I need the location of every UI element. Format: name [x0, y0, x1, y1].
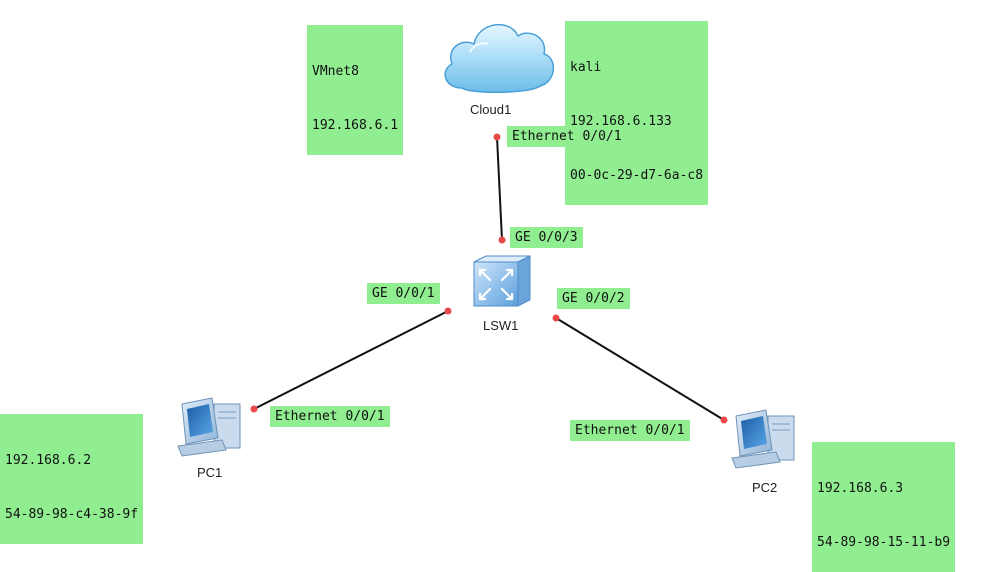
- port-label-sw-ge1: GE 0/0/1: [367, 283, 440, 304]
- topology-diagram: [177, 23, 795, 469]
- device-name-pc2: PC2: [752, 480, 778, 495]
- cloud-icon[interactable]: [444, 23, 554, 93]
- port-label-pc2-eth: Ethernet 0/0/1: [570, 420, 690, 441]
- port-dot-switch-ge1: [444, 307, 452, 315]
- link-switch-pc2[interactable]: [555, 317, 725, 421]
- note-pc1: 192.168.6.2 54-89-98-c4-38-9f: [0, 414, 144, 544]
- note-pc2-ip: 192.168.6.3: [817, 481, 904, 496]
- note-kali-mac: 00-0c-29-d7-6a-c8: [570, 168, 704, 183]
- port-dot-pc1: [250, 405, 258, 413]
- device-name-pc1: PC1: [197, 465, 223, 480]
- link-switch-pc1[interactable]: [253, 310, 449, 410]
- switch-icon[interactable]: [473, 255, 531, 307]
- note-pc1-mac: 54-89-98-c4-38-9f: [5, 507, 139, 522]
- port-label-sw-ge3: GE 0/0/3: [510, 227, 583, 248]
- note-kali-ip: 192.168.6.133: [570, 114, 672, 129]
- note-vmnet8-name: VMnet8: [312, 64, 359, 79]
- port-label-sw-ge2: GE 0/0/2: [557, 288, 630, 309]
- port-dot-switch-ge2: [552, 314, 560, 322]
- note-pc2: 192.168.6.3 54-89-98-15-11-b9: [812, 442, 956, 572]
- note-pc2-mac: 54-89-98-15-11-b9: [817, 535, 951, 550]
- note-kali: kali 192.168.6.133 00-0c-29-d7-6a-c8: [565, 21, 709, 205]
- device-name-cloud: Cloud1: [470, 102, 512, 117]
- note-kali-name: kali: [570, 60, 602, 75]
- note-vmnet8-ip: 192.168.6.1: [312, 118, 399, 133]
- port-label-cloud-eth: Ethernet 0/0/1: [507, 126, 627, 147]
- port-dot-pc2: [720, 416, 728, 424]
- device-name-switch: LSW1: [483, 318, 519, 333]
- port-dot-cloud: [493, 133, 501, 141]
- pc-icon[interactable]: [177, 397, 241, 457]
- port-label-pc1-eth: Ethernet 0/0/1: [270, 406, 390, 427]
- port-dot-switch-ge3: [498, 236, 506, 244]
- note-pc1-ip: 192.168.6.2: [5, 453, 92, 468]
- note-vmnet8: VMnet8 192.168.6.1: [307, 25, 404, 155]
- link-cloud-switch[interactable]: [496, 136, 503, 241]
- pc-icon[interactable]: [731, 409, 795, 469]
